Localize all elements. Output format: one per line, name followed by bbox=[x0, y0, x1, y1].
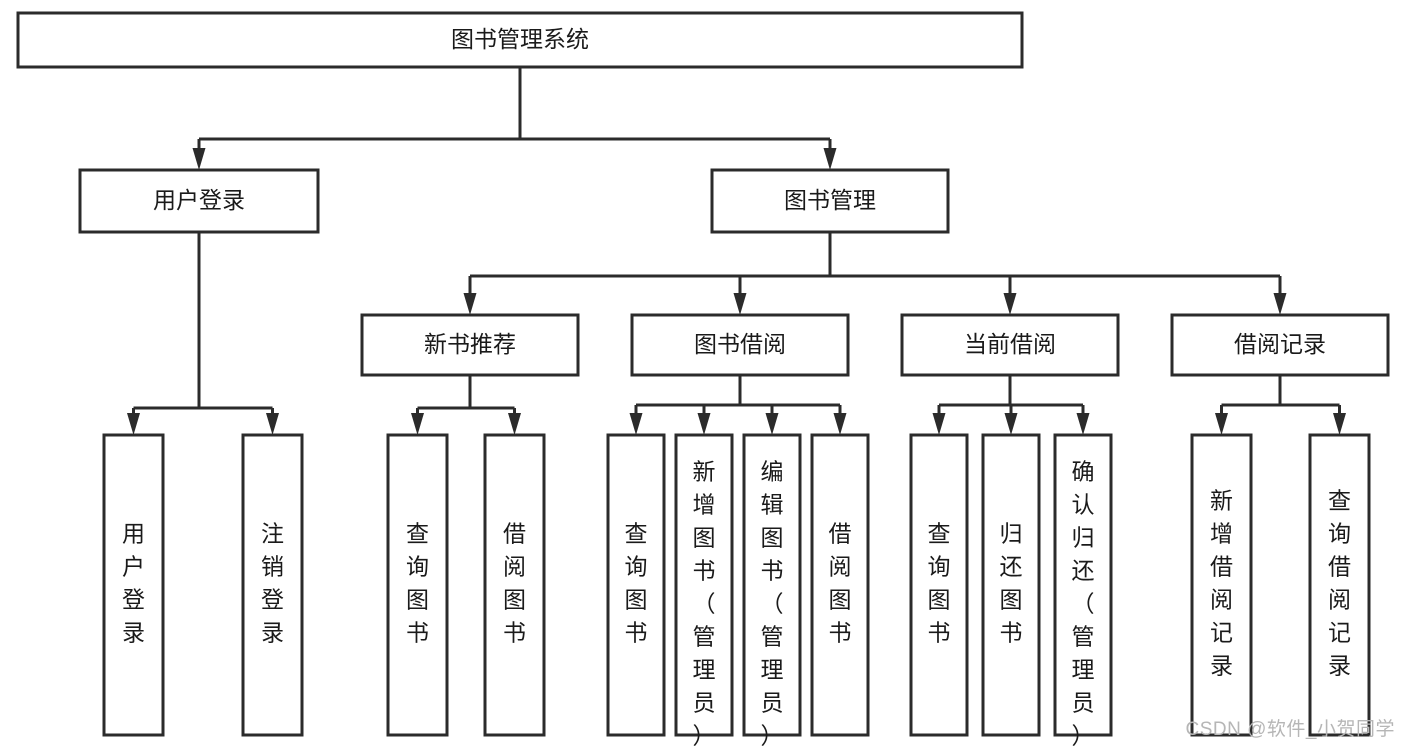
arrow-head-icon bbox=[932, 413, 946, 435]
node-box-root bbox=[16, 11, 1024, 69]
arrow-head-icon bbox=[411, 413, 424, 435]
node-leaf-logout[interactable]: 注销登录 bbox=[241, 433, 304, 737]
node-label-new-book-rec: 新书推荐 bbox=[424, 331, 516, 357]
node-leaf-query-book-3[interactable]: 查询图书 bbox=[909, 433, 969, 737]
node-box-current-borrow bbox=[900, 313, 1120, 377]
node-leaf-add-record[interactable]: 新增借阅记录 bbox=[1190, 433, 1253, 737]
node-box-borrow-record bbox=[1170, 313, 1390, 377]
node-label-leaf-logout: 注销登录 bbox=[261, 521, 284, 646]
arrow-head-icon bbox=[697, 413, 711, 435]
node-box-leaf-borrow-book-1 bbox=[483, 433, 546, 737]
node-label-leaf-query-record: 查询借阅记录 bbox=[1328, 488, 1351, 679]
node-book-borrow[interactable]: 图书借阅 bbox=[630, 313, 850, 377]
node-borrow-record[interactable]: 借阅记录 bbox=[1170, 313, 1390, 377]
arrow-head-icon bbox=[629, 413, 643, 435]
node-box-leaf-logout bbox=[241, 433, 304, 737]
node-user-login[interactable]: 用户登录 bbox=[78, 168, 320, 234]
node-box-leaf-add-book bbox=[674, 433, 734, 737]
node-box-book-manage bbox=[710, 168, 950, 234]
node-box-book-borrow bbox=[630, 313, 850, 377]
arrow-head-icon bbox=[1076, 413, 1090, 435]
node-layer: 图书管理系统用户登录图书管理新书推荐图书借阅当前借阅借阅记录用户登录注销登录查询… bbox=[16, 11, 1390, 747]
node-label-leaf-user-login: 用户登录 bbox=[122, 521, 145, 646]
arrow-head-icon bbox=[1003, 293, 1017, 315]
node-box-leaf-query-record bbox=[1308, 433, 1371, 737]
arrow-head-icon bbox=[266, 413, 279, 435]
arrow-head-icon bbox=[1333, 413, 1346, 435]
node-label-user-login: 用户登录 bbox=[153, 187, 245, 213]
node-label-leaf-add-book: 新增图书（管理员） bbox=[693, 459, 716, 747]
node-label-leaf-add-record: 新增借阅记录 bbox=[1210, 488, 1233, 679]
node-leaf-edit-book[interactable]: 编辑图书（管理员） bbox=[742, 433, 802, 747]
node-label-current-borrow: 当前借阅 bbox=[964, 331, 1056, 357]
node-label-book-borrow: 图书借阅 bbox=[694, 331, 786, 357]
node-root[interactable]: 图书管理系统 bbox=[16, 11, 1024, 69]
node-label-leaf-query-book-1: 查询图书 bbox=[406, 521, 429, 646]
node-box-leaf-return-book bbox=[981, 433, 1041, 737]
node-label-leaf-confirm-return: 确认归还（管理员） bbox=[1072, 459, 1095, 747]
node-leaf-return-book[interactable]: 归还图书 bbox=[981, 433, 1041, 737]
node-box-leaf-confirm-return bbox=[1053, 433, 1113, 737]
node-box-leaf-borrow-book-2 bbox=[810, 433, 870, 737]
arrow-head-icon bbox=[127, 413, 140, 435]
node-leaf-borrow-book-1[interactable]: 借阅图书 bbox=[483, 433, 546, 737]
node-leaf-query-book-1[interactable]: 查询图书 bbox=[386, 433, 449, 737]
node-label-borrow-record: 借阅记录 bbox=[1234, 331, 1326, 357]
node-book-manage[interactable]: 图书管理 bbox=[710, 168, 950, 234]
node-box-user-login bbox=[78, 168, 320, 234]
node-box-new-book-rec bbox=[360, 313, 580, 377]
node-label-leaf-return-book: 归还图书 bbox=[1000, 521, 1023, 646]
node-box-leaf-query-book-3 bbox=[909, 433, 969, 737]
node-leaf-user-login[interactable]: 用户登录 bbox=[102, 433, 165, 737]
arrow-head-icon bbox=[765, 413, 779, 435]
node-leaf-query-record[interactable]: 查询借阅记录 bbox=[1308, 433, 1371, 737]
node-box-leaf-edit-book bbox=[742, 433, 802, 737]
node-label-leaf-query-book-3: 查询图书 bbox=[928, 521, 951, 646]
node-box-leaf-query-book-2 bbox=[606, 433, 666, 737]
node-new-book-rec[interactable]: 新书推荐 bbox=[360, 313, 580, 377]
node-label-leaf-edit-book: 编辑图书（管理员） bbox=[761, 459, 784, 747]
arrow-head-icon bbox=[823, 148, 837, 170]
node-label-root: 图书管理系统 bbox=[451, 26, 589, 52]
arrow-head-icon bbox=[508, 413, 521, 435]
arrow-head-icon bbox=[1004, 413, 1018, 435]
arrow-head-icon bbox=[833, 413, 847, 435]
node-leaf-add-book[interactable]: 新增图书（管理员） bbox=[674, 433, 734, 747]
node-leaf-confirm-return[interactable]: 确认归还（管理员） bbox=[1053, 433, 1113, 747]
node-label-book-manage: 图书管理 bbox=[784, 187, 876, 213]
arrow-head-icon bbox=[1215, 413, 1228, 435]
node-current-borrow[interactable]: 当前借阅 bbox=[900, 313, 1120, 377]
connector-layer bbox=[127, 67, 1346, 435]
node-box-leaf-user-login bbox=[102, 433, 165, 737]
node-leaf-borrow-book-2[interactable]: 借阅图书 bbox=[810, 433, 870, 737]
arrow-head-icon bbox=[192, 148, 206, 170]
arrow-head-icon bbox=[463, 293, 477, 315]
node-label-leaf-query-book-2: 查询图书 bbox=[625, 521, 648, 646]
node-box-leaf-add-record bbox=[1190, 433, 1253, 737]
arrow-head-icon bbox=[1273, 293, 1287, 315]
node-label-leaf-borrow-book-2: 借阅图书 bbox=[829, 521, 852, 646]
node-box-leaf-query-book-1 bbox=[386, 433, 449, 737]
node-leaf-query-book-2[interactable]: 查询图书 bbox=[606, 433, 666, 737]
arrow-head-icon bbox=[733, 293, 747, 315]
node-label-leaf-borrow-book-1: 借阅图书 bbox=[503, 521, 526, 646]
